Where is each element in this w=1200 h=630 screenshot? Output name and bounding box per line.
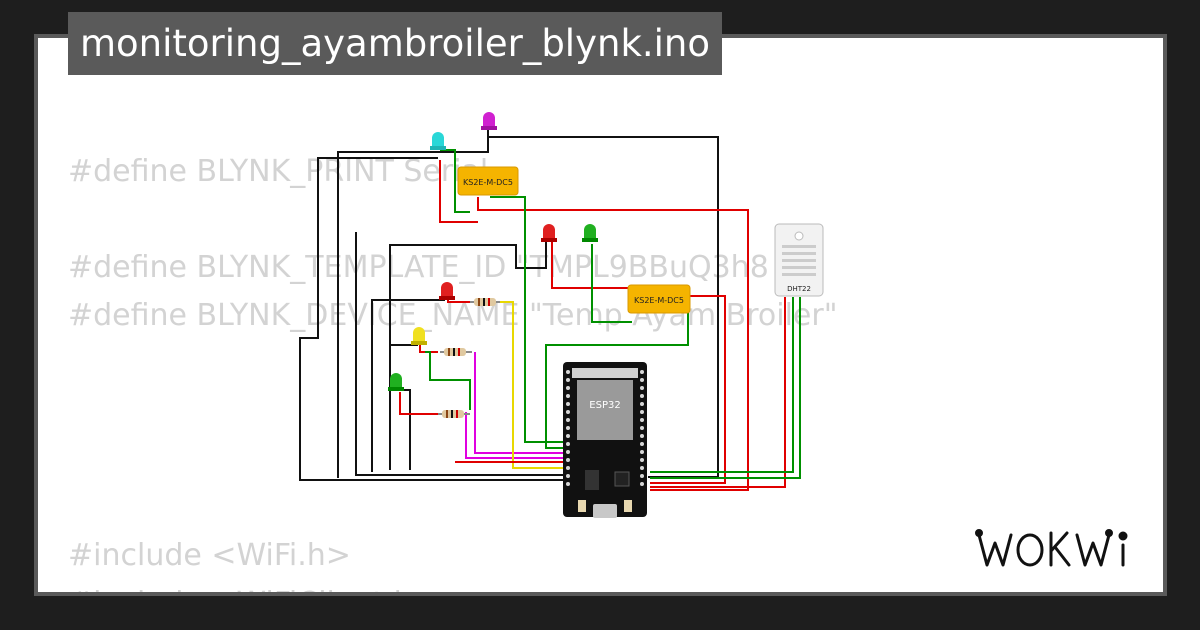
- led-yellow-icon: [411, 327, 427, 345]
- esp32-label: ESP32: [589, 400, 620, 411]
- relay-label: KS2E-M-DC5: [634, 296, 684, 305]
- preview-card: #define BLYNK_PRINT Serial #define BLYNK…: [38, 38, 1163, 592]
- led-green-icon: [582, 224, 598, 242]
- resistor-icon: [440, 348, 472, 356]
- code-line: #define BLYNK_PRINT Serial: [68, 154, 489, 189]
- led-red-icon: [541, 224, 557, 242]
- wokwi-logo: [975, 529, 1128, 567]
- led-magenta-icon: [481, 112, 497, 130]
- code-line: #include <WiFi.h>: [68, 538, 351, 573]
- relay-icon: KS2E-M-DC5: [627, 284, 691, 314]
- led-red-icon: [439, 282, 455, 300]
- resistor-icon: [438, 410, 470, 418]
- dht22-sensor-icon: DHT22: [774, 223, 824, 297]
- code-line: #define BLYNK_TEMPLATE_ID "TMPL9BBuQ3h8: [68, 250, 769, 285]
- dht22-label: DHT22: [787, 285, 811, 293]
- resistor-icon: [470, 298, 500, 306]
- relay-label: KS2E-M-DC5: [463, 178, 513, 187]
- code-line: #include <WiFiClient.h>: [68, 584, 438, 592]
- code-line: #define BLYNK_DEVICE_NAME "Temp Ayam Bro…: [68, 298, 838, 333]
- esp32-board-icon: ESP32: [563, 362, 647, 518]
- led-cyan-icon: [430, 132, 446, 150]
- led-green-icon: [388, 373, 404, 391]
- relay-icon: KS2E-M-DC5: [457, 166, 519, 196]
- page-title: monitoring_ayambroiler_blynk.ino: [68, 12, 722, 75]
